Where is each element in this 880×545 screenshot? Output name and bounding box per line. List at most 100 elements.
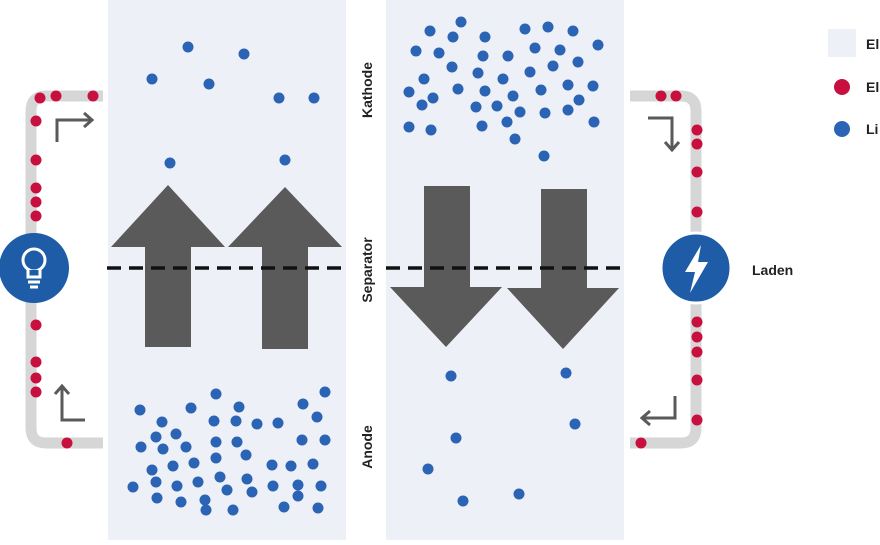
lithium-ion-dot	[425, 124, 437, 136]
lithium-ion-dot	[479, 31, 491, 43]
lithium-ion-dot	[150, 476, 162, 488]
lithium-ion-dot	[509, 133, 521, 145]
electron-dot	[670, 90, 682, 102]
lithium-ion-dot	[266, 459, 278, 471]
lithium-ion-dot	[403, 121, 415, 133]
lithium-ion-dot	[164, 157, 176, 169]
electron-particles	[30, 90, 703, 449]
lithium-ion-dot	[587, 80, 599, 92]
lithium-ion-dot	[502, 50, 514, 62]
lithium-ion-dot	[307, 458, 319, 470]
lithium-ion-dot	[403, 86, 415, 98]
lithium-ion-dot	[501, 116, 513, 128]
lithium-ion-dot	[279, 154, 291, 166]
lithium-ion-dot	[479, 85, 491, 97]
lithium-ion-dot	[472, 67, 484, 79]
lithium-ion-dot	[573, 94, 585, 106]
lithium-ion-dot	[562, 104, 574, 116]
lithium-ion-dot	[427, 92, 439, 104]
electron-dot	[30, 115, 42, 127]
right-bottom-direction-arrow	[639, 396, 677, 427]
electron-dot	[691, 124, 703, 136]
lithium-ion-dot	[150, 431, 162, 443]
lithium-ion-dot	[210, 436, 222, 448]
lithium-ion-dot	[560, 367, 572, 379]
lithium-ion-dot	[192, 476, 204, 488]
lithium-ion-dot	[524, 66, 536, 78]
lithium-ion-dot	[416, 99, 428, 111]
lithium-ion-dot	[535, 84, 547, 96]
electron-dot	[30, 372, 42, 384]
lithium-ion-dot	[156, 416, 168, 428]
lithium-ion-dot	[292, 479, 304, 491]
electron-dot	[691, 138, 703, 150]
lithium-ion-dot	[418, 73, 430, 85]
left-electrolyte-panel	[108, 0, 346, 540]
lithium-ion-dot	[272, 417, 284, 429]
electron-dot	[61, 437, 73, 449]
lithium-ion-dot	[312, 502, 324, 514]
lithium-ion-dot	[308, 92, 320, 104]
lithium-ion-dot	[230, 415, 242, 427]
lithium-ion-dot	[470, 101, 482, 113]
lithium-ion-dot	[519, 23, 531, 35]
legend: El El Li	[828, 29, 879, 137]
electron-dot	[635, 437, 647, 449]
lithium-ion-dot	[203, 78, 215, 90]
electron-dot	[50, 90, 62, 102]
lithium-ion-dot	[214, 471, 226, 483]
lithium-ion-dot	[180, 441, 192, 453]
lithium-ion-dot	[246, 486, 258, 498]
separator-label: Separator	[359, 237, 375, 303]
electron-dot	[691, 374, 703, 386]
lithium-ion-dot	[240, 449, 252, 461]
lithium-ion-dot	[410, 45, 422, 57]
legend-electrolyte-label: El	[866, 36, 879, 52]
lithium-ion-dot	[170, 428, 182, 440]
lithium-ion-dot	[422, 463, 434, 475]
charge-label: Laden	[752, 262, 793, 278]
lithium-ion-dot	[513, 488, 525, 500]
lithium-ion-dot	[185, 402, 197, 414]
lithium-ion-dot	[567, 25, 579, 37]
lithium-ion-dot	[476, 120, 488, 132]
lithium-ion-dot	[319, 386, 331, 398]
electron-dot	[691, 206, 703, 218]
lithium-ion-dot	[319, 434, 331, 446]
electron-dot	[30, 196, 42, 208]
lithium-ion-dot	[491, 100, 503, 112]
lithium-ion-dot	[233, 401, 245, 413]
electron-dot	[30, 356, 42, 368]
lithium-ion-dot	[241, 473, 253, 485]
lithium-ion-dot	[542, 21, 554, 33]
lithium-ion-dot	[592, 39, 604, 51]
lithium-ion-dot	[182, 41, 194, 53]
lithium-ion-dot	[199, 494, 211, 506]
electron-dot	[30, 154, 42, 166]
lithium-ion-dot	[175, 496, 187, 508]
lithium-ion-dot	[311, 411, 323, 423]
ion-flow-arrow-up-1	[111, 185, 225, 347]
lithium-ion-dot	[167, 460, 179, 472]
lithium-ion-dot	[127, 481, 139, 493]
lithium-ion-dot	[538, 150, 550, 162]
lithium-ion-dot	[188, 457, 200, 469]
legend-electron-swatch	[834, 79, 850, 95]
cathode-label: Kathode	[359, 62, 375, 118]
lithium-ion-dot	[267, 480, 279, 492]
legend-electron-label: El	[866, 79, 879, 95]
lithium-ion-dot	[507, 90, 519, 102]
lithium-ion-dot	[452, 83, 464, 95]
left-top-direction-arrow	[55, 111, 95, 142]
left-bottom-direction-arrow	[53, 383, 85, 422]
electron-dot	[691, 166, 703, 178]
lithium-ion-dot	[447, 31, 459, 43]
lithium-ion-dot	[146, 464, 158, 476]
lithium-ion-dot	[296, 434, 308, 446]
lithium-ion-dot	[210, 452, 222, 464]
lithium-ion-dot	[588, 116, 600, 128]
lightbulb-icon	[0, 233, 69, 303]
electron-dot	[691, 331, 703, 343]
